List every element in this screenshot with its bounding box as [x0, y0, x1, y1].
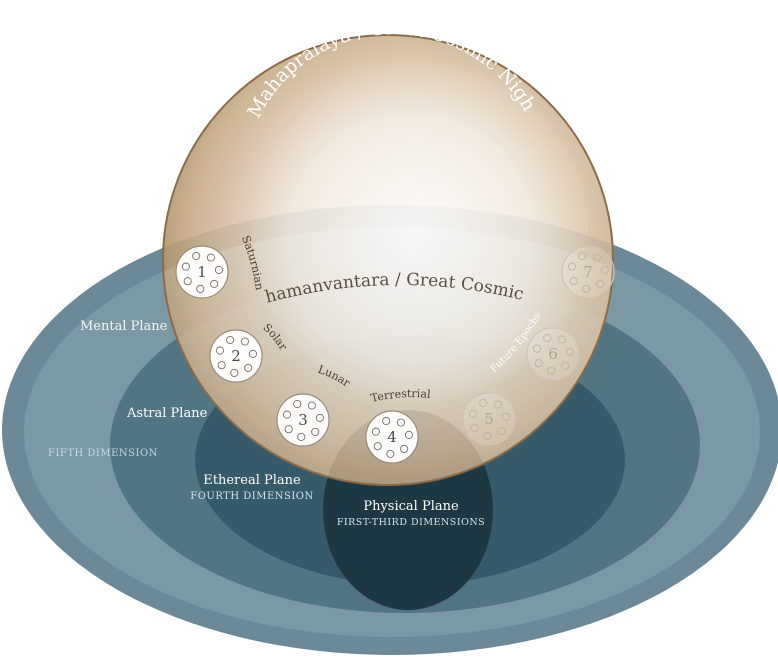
globe-marker [561, 361, 570, 370]
globe-marker [592, 253, 601, 262]
globe-marker [547, 366, 556, 375]
round-3-disc: 3 [276, 393, 330, 447]
globe-marker [248, 349, 257, 358]
astral-plane-label: Astral Plane [126, 406, 208, 421]
globe-marker [567, 262, 576, 271]
round-4-disc: 4 [365, 410, 419, 464]
globe-marker [470, 424, 479, 433]
round-number: 6 [548, 345, 558, 363]
fifth-dimension-label: Fifth Dimension [48, 448, 158, 459]
globe-marker [483, 431, 492, 440]
round-number: 3 [298, 411, 308, 429]
globe-marker [210, 279, 219, 288]
globe-marker [192, 251, 201, 261]
rounds-group: 1 2 3 4 5 6 7 [175, 245, 615, 464]
globe-marker [532, 344, 541, 353]
ethereal-plane-label: Ethereal Plane [203, 473, 301, 488]
fourth-dimension-label: Fourth Dimension [190, 491, 314, 502]
globe-marker [468, 409, 477, 418]
globe-marker [386, 449, 395, 458]
round-1-disc: 1 [175, 245, 229, 299]
globe-marker [315, 413, 324, 422]
mental-plane-label: Mental Plane [80, 319, 168, 334]
globe-marker [311, 427, 320, 436]
globe-marker [226, 335, 235, 345]
globe-marker [284, 425, 293, 434]
globe-marker [600, 265, 609, 274]
globe-marker [297, 432, 306, 441]
globe-marker [215, 346, 224, 355]
globe-marker [230, 368, 239, 377]
globe-marker [371, 427, 380, 436]
globe-marker [196, 284, 205, 293]
cosmic-sphere-edge [162, 34, 614, 486]
globe-marker [534, 359, 543, 368]
globe-marker [569, 277, 578, 286]
round-number: 2 [231, 347, 241, 365]
globe-marker [183, 277, 192, 286]
round-number: 7 [583, 263, 593, 281]
globe-marker [373, 442, 382, 451]
physical-plane-label: Physical Plane [363, 499, 459, 514]
globe-marker [382, 416, 391, 426]
globe-marker [578, 251, 587, 261]
round-number: 4 [387, 428, 397, 446]
globe-marker [396, 418, 405, 427]
globe-marker [293, 399, 302, 409]
globe-marker [307, 401, 316, 410]
globe-marker [181, 262, 190, 271]
globe-marker [282, 410, 291, 419]
globe-marker [244, 363, 253, 372]
round-5-disc: 5 [462, 392, 516, 446]
inner-glow [252, 64, 588, 400]
globe-marker [493, 400, 502, 409]
globe-marker [217, 361, 226, 370]
globe-marker [501, 412, 510, 421]
globe-marker [596, 279, 605, 288]
globe-marker [543, 333, 552, 343]
globe-marker [479, 398, 488, 408]
round-2-disc: 2 [209, 329, 263, 383]
globe-marker [240, 337, 249, 346]
round-number: 5 [484, 410, 494, 428]
globe-marker [400, 444, 409, 453]
round-number: 1 [197, 263, 207, 281]
globe-marker [206, 253, 215, 262]
globe-marker [214, 265, 223, 274]
round-7-disc: 7 [561, 245, 615, 299]
first-third-dimensions-label: First-Third Dimensions [337, 517, 485, 528]
globe-marker [404, 430, 413, 439]
globe-marker [497, 426, 506, 435]
globe-marker [582, 284, 591, 293]
globe-marker [565, 347, 574, 356]
round-6-disc: 6 [526, 327, 580, 381]
globe-marker [557, 335, 566, 344]
